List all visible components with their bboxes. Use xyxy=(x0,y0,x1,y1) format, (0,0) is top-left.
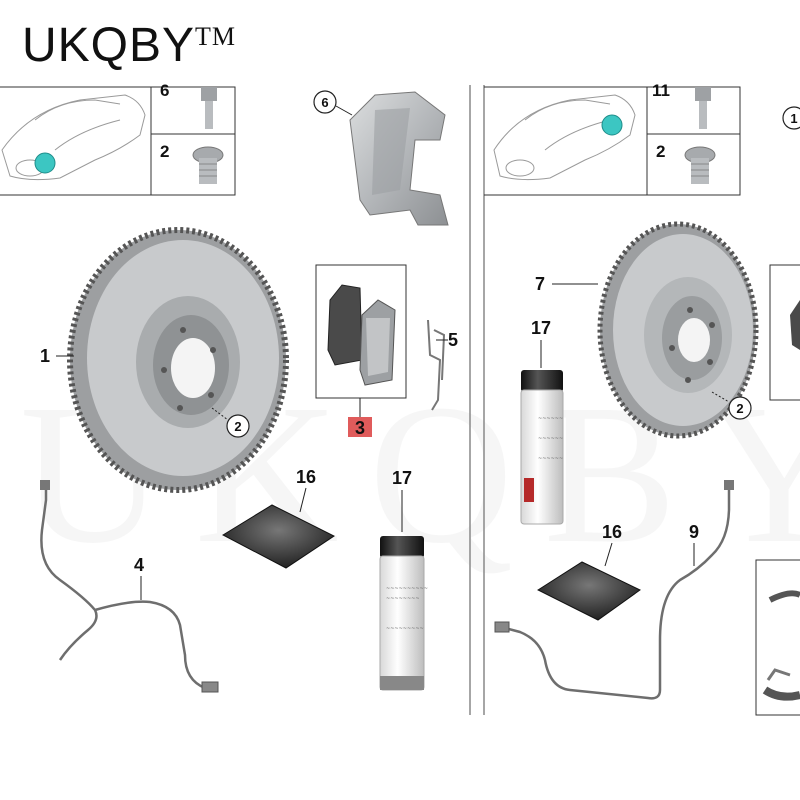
callout-circle xyxy=(226,414,250,438)
brake-disc-label: 1 xyxy=(40,346,50,366)
caliper-carrier xyxy=(349,91,449,226)
right-locator-table: 11 2 xyxy=(484,81,741,196)
brake-disc xyxy=(67,227,289,493)
brand-logo: UKQBYTM xyxy=(22,18,236,73)
location-dot-icon xyxy=(34,152,56,174)
brake-pads-box xyxy=(315,264,407,399)
plug-bolt-icon xyxy=(684,146,716,184)
paste-label: 16 xyxy=(602,522,622,542)
cropped-part-box xyxy=(769,264,800,401)
assembly-paste-sachet xyxy=(221,504,335,569)
brand-name: UKQBY xyxy=(22,19,196,72)
location-dot-icon xyxy=(601,114,623,136)
disc-bolt-label: 2 xyxy=(736,401,743,416)
cut-callout-label: 1 xyxy=(790,111,797,126)
car-outline-icon xyxy=(1,94,146,181)
plug-bolt-icon xyxy=(192,146,224,184)
svg-text:~~~~~~~~: ~~~~~~~~ xyxy=(386,596,420,602)
brake-pads-label-highlight xyxy=(348,417,372,437)
callout-circle xyxy=(782,106,800,130)
spring-label: 5 xyxy=(448,330,458,350)
brake-disc xyxy=(597,221,759,439)
svg-text:~~~~~~: ~~~~~~ xyxy=(538,416,563,422)
leader-line xyxy=(211,407,229,421)
leader-line xyxy=(604,542,613,567)
table-row2-number: 2 xyxy=(160,142,169,161)
leader-line xyxy=(711,391,730,403)
table-row1-number: 11 xyxy=(652,81,670,100)
left-locator-table: 6 2 xyxy=(0,81,236,196)
wear-sensor-label: 4 xyxy=(134,555,144,575)
spray-label: 17 xyxy=(392,468,412,488)
leader-line xyxy=(335,105,353,116)
spray-label: 17 xyxy=(531,318,551,338)
anti-rattle-spring xyxy=(427,319,446,411)
wear-sensor-label: 9 xyxy=(689,522,699,542)
brake-disc-label: 7 xyxy=(535,274,545,294)
disc-bolt-label: 2 xyxy=(234,419,241,434)
svg-text:~~~~~~~~~~: ~~~~~~~~~~ xyxy=(386,586,428,592)
svg-text:~~~~~~: ~~~~~~ xyxy=(538,436,563,442)
wear-sensor xyxy=(40,480,219,693)
brake-pads xyxy=(327,284,396,386)
bolt-icon xyxy=(201,87,217,129)
cropped-brake-shoe-box xyxy=(755,559,800,716)
brake-pads-label: 3 xyxy=(355,418,365,438)
spray-can: ~~~~~~~~~~ ~~~~~~~~ ~~~~~~~~~ xyxy=(379,536,428,691)
table-row1-number: 6 xyxy=(160,81,169,100)
spray-can: ~~~~~~ ~~~~~~ ~~~~~~ xyxy=(520,370,564,525)
paste-label: 16 xyxy=(296,467,316,487)
leader-line xyxy=(299,487,307,513)
svg-text:~~~~~~: ~~~~~~ xyxy=(538,456,563,462)
brand-tm: TM xyxy=(195,22,237,51)
table-row2-number: 2 xyxy=(656,142,665,161)
callout-circle xyxy=(313,90,337,114)
bolt-icon xyxy=(695,87,711,129)
wear-sensor xyxy=(494,480,734,700)
caliper-carrier-label: 6 xyxy=(321,95,328,110)
assembly-paste-sachet xyxy=(536,561,641,621)
svg-text:~~~~~~~~~: ~~~~~~~~~ xyxy=(386,626,424,632)
car-outline-icon xyxy=(493,94,636,181)
callout-circle xyxy=(728,396,752,420)
